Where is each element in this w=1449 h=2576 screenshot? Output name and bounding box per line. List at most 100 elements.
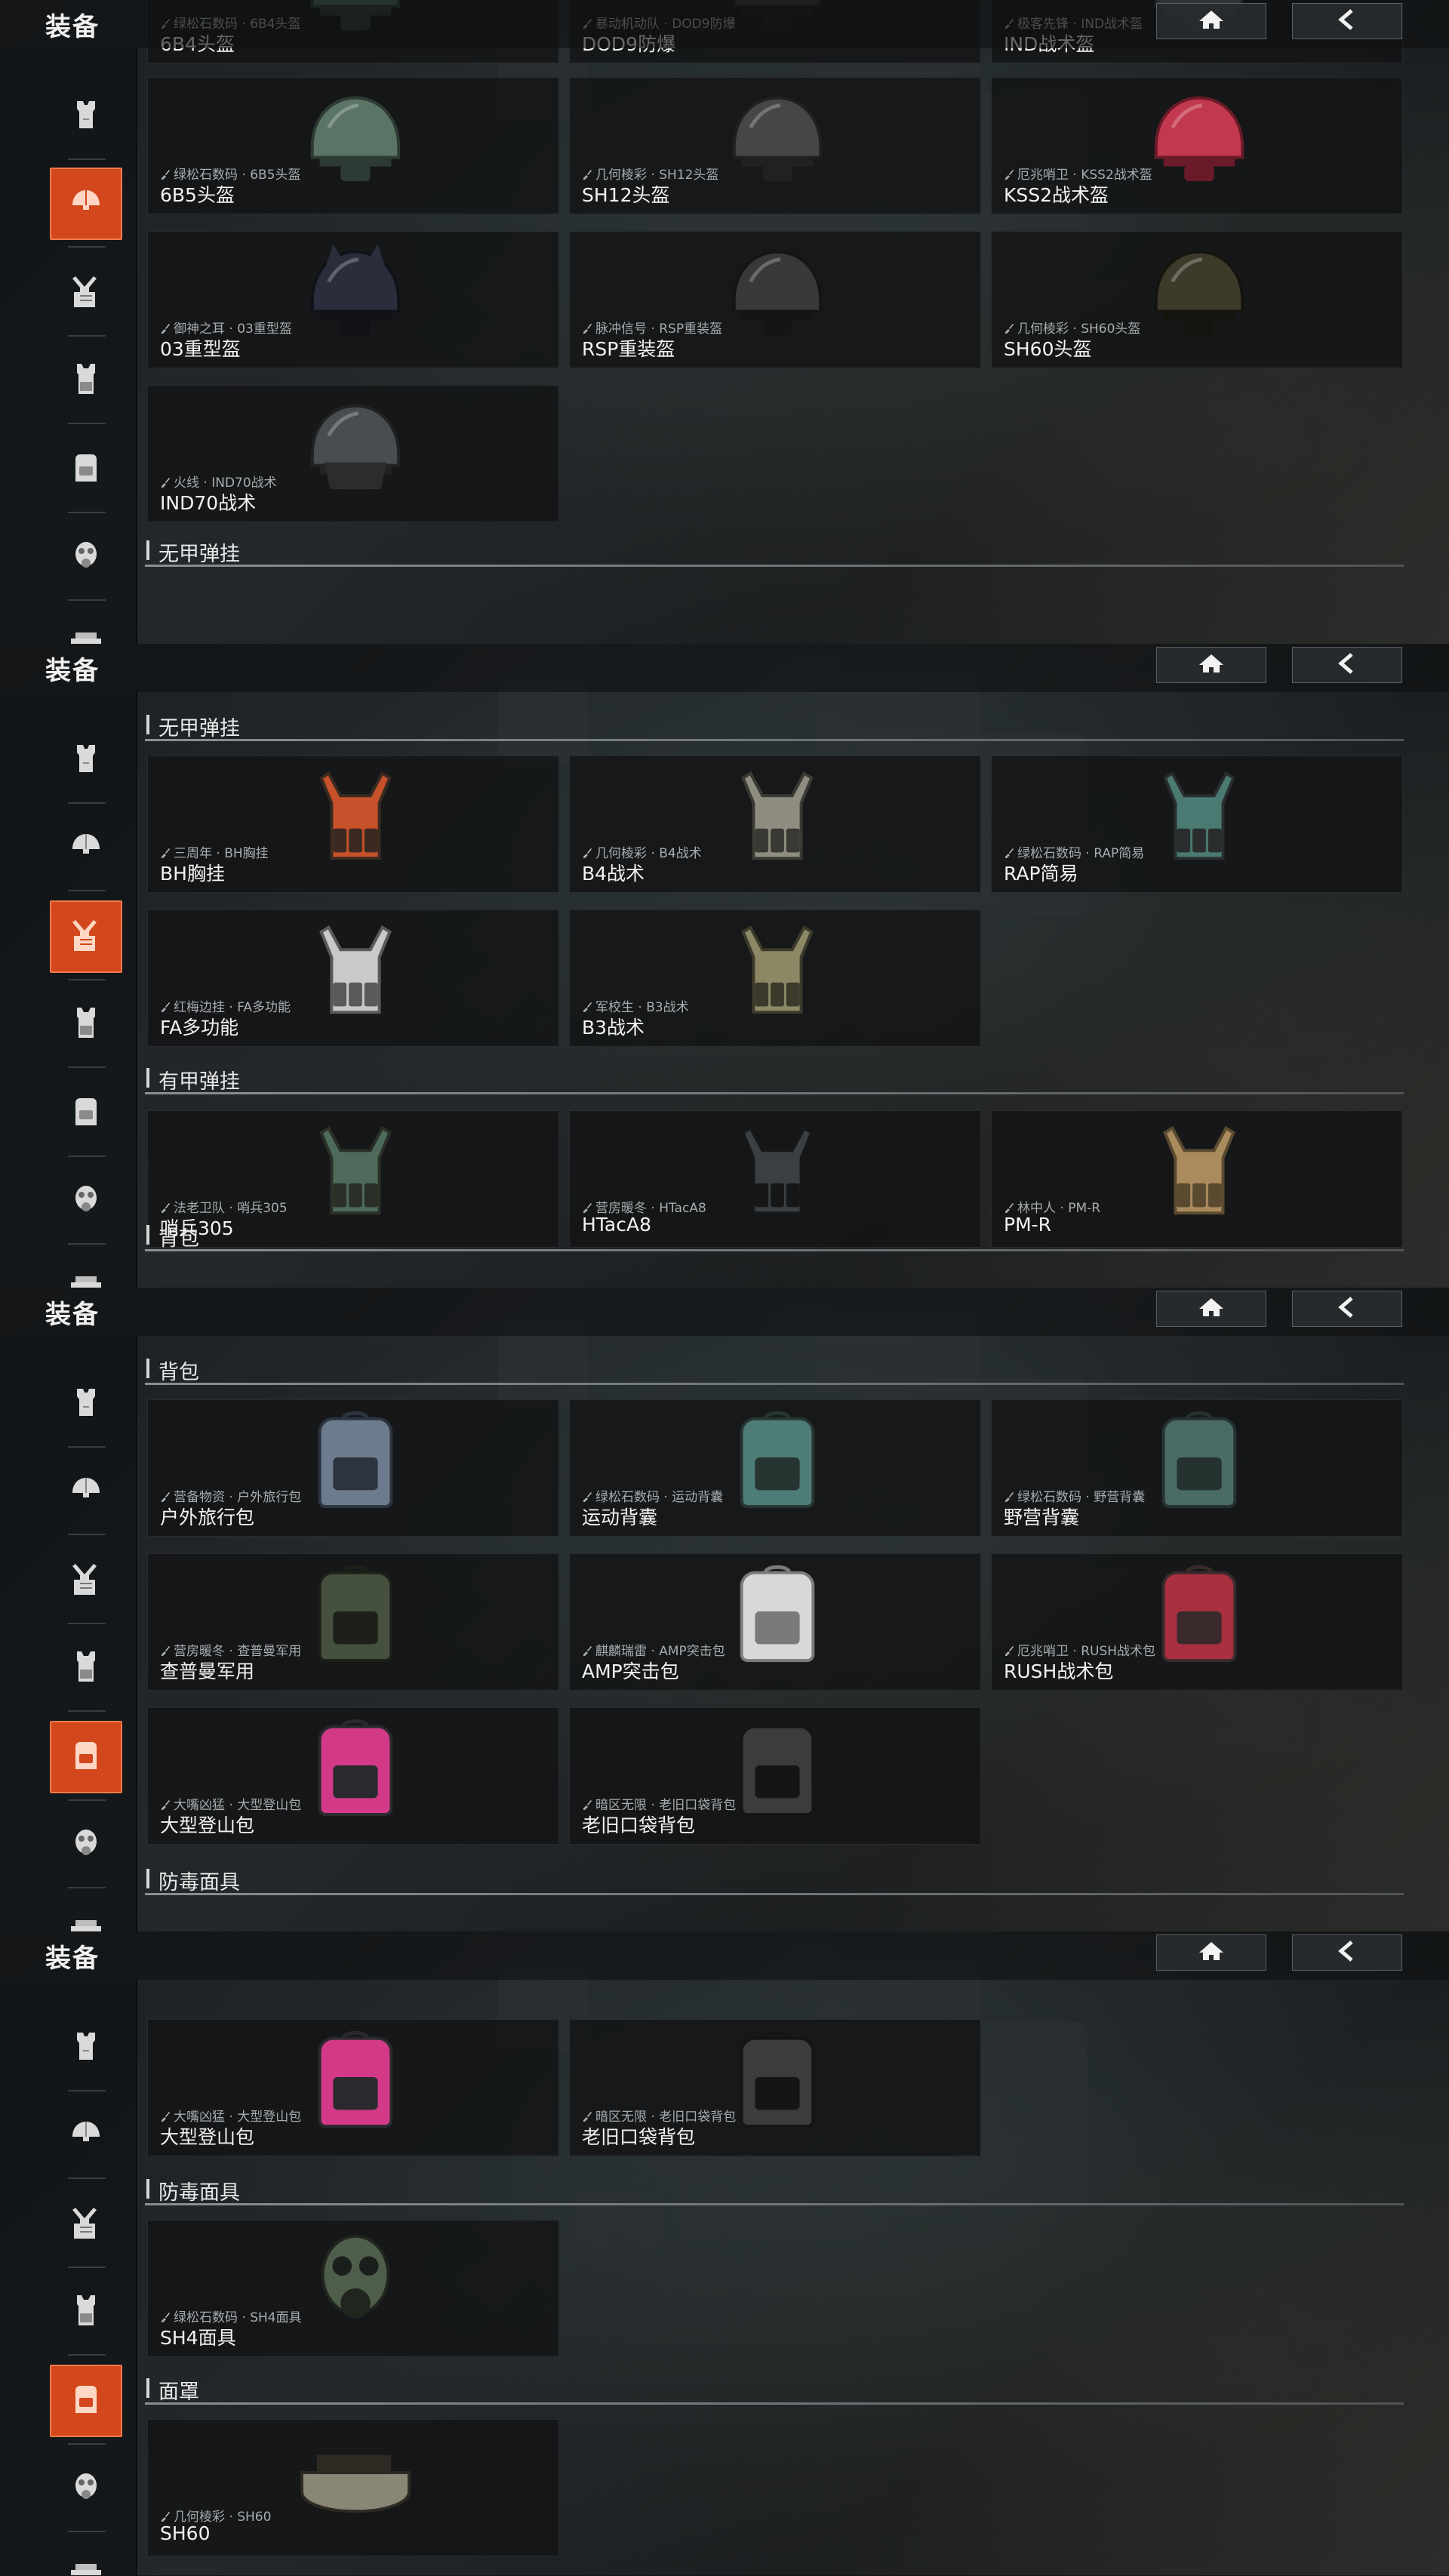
equipment-card[interactable]: 绿松石数码 · 运动背囊运动背囊 [569,1399,981,1537]
sidebar-tab-face-shield[interactable] [50,2540,122,2575]
chevron-left-icon [1332,651,1362,679]
face-shield-icon [65,2553,107,2575]
section-marker [146,1359,149,1378]
helmet-03-icon [299,236,412,342]
sidebar-tab-armor-vest[interactable] [50,724,122,796]
skin-label: 绿松石数码 · 野营背囊 [1004,1486,1145,1505]
brush-icon [160,2510,171,2522]
sidebar-tab-backpack[interactable] [50,1721,122,1793]
item-name: RAP简易 [1004,863,1078,885]
bag-old-icon [721,1713,834,1818]
sidebar-tab-armored-rig[interactable] [50,344,122,417]
sidebar-tab-gas-mask[interactable] [50,1808,122,1881]
chest-rig-icon [65,2202,107,2247]
helmet-icon [65,181,107,226]
sidebar-tab-chest-rig[interactable] [50,900,122,973]
home-button[interactable] [1156,647,1266,683]
bag-chapman-icon [299,1559,412,1664]
sidebar-tab-face-shield[interactable] [50,1252,122,1288]
skin-text: 御神之耳 · 03重型盔 [174,322,292,337]
equipment-card[interactable]: 大嘴凶猛 · 大型登山包大型登山包 [147,2019,559,2156]
armor-vest-icon [65,1381,107,1426]
back-button[interactable] [1292,1934,1402,1971]
top-bar: 装备 [0,1931,1449,1980]
equipment-card[interactable]: 营房暖冬 · 查普曼军用查普曼军用 [147,1553,559,1691]
sidebar-tab-armored-rig[interactable] [50,1632,122,1704]
section-title: 无甲弹挂 [158,717,240,740]
skin-label: 脉冲信号 · RSP重装盔 [582,318,722,337]
sidebar-tab-gas-mask[interactable] [50,521,122,593]
sidebar-tab-gas-mask[interactable] [50,1165,122,1237]
sidebar-tab-chest-rig[interactable] [50,1544,122,1617]
brush-icon [582,1799,592,1810]
sidebar-separator [68,1887,106,1888]
home-button[interactable] [1156,3,1266,39]
section-title: 防毒面具 [158,1871,240,1894]
skin-text: 暗区无限 · 老旧口袋背包 [595,2110,737,2125]
home-button[interactable] [1156,1291,1266,1327]
item-name: BH胸挂 [160,863,225,885]
section-header: 防毒面具 [145,2173,1404,2206]
sidebar-tab-helmet[interactable] [50,811,122,884]
sidebar-tab-armored-rig[interactable] [50,988,122,1060]
sidebar-tab-armored-rig[interactable] [50,2276,122,2348]
face-shield-icon [65,1266,107,1288]
item-name: 查普曼军用 [160,1660,255,1682]
sidebar-tab-armor-vest[interactable] [50,80,122,152]
section-marker [146,2378,149,2398]
sidebar-separator [68,890,106,891]
item-name: SH60头盔 [1004,338,1092,360]
sidebar-tab-helmet[interactable] [50,1455,122,1528]
sidebar-tab-backpack[interactable] [50,433,122,506]
sidebar-tab-helmet[interactable] [50,2099,122,2171]
sidebar-tab-face-shield[interactable] [50,608,122,644]
skin-label: 营房暖冬 · 查普曼军用 [160,1640,301,1659]
section-divider [145,2203,1404,2205]
sidebar-tab-chest-rig[interactable] [50,257,122,329]
sidebar-tab-face-shield[interactable] [50,1896,122,1931]
skin-text: 绿松石数码 · 野营背囊 [1017,1490,1146,1505]
skin-text: 营备物资 · 户外旅行包 [174,1490,302,1505]
sidebar-tab-gas-mask[interactable] [50,2452,122,2525]
sidebar-tab-chest-rig[interactable] [50,2188,122,2261]
sidebar-tab-backpack[interactable] [50,1077,122,1150]
home-button[interactable] [1156,1934,1266,1971]
equipment-card[interactable]: 暗区无限 · 老旧口袋背包老旧口袋背包 [569,2019,981,2156]
brush-icon [582,2110,592,2122]
sidebar-separator [68,2090,106,2091]
back-button[interactable] [1292,647,1402,683]
sidebar-tab-helmet[interactable] [50,168,122,240]
sidebar-tab-backpack[interactable] [50,2365,122,2437]
equipment-card[interactable]: 绿松石数码 · 野营背囊野营背囊 [991,1399,1403,1537]
equipment-card[interactable]: 暗区无限 · 老旧口袋背包老旧口袋背包 [569,1707,981,1845]
item-name: PM-R [1004,1214,1052,1236]
skin-label: 林中人 · PM-R [1004,1197,1100,1216]
skin-label: 营备物资 · 户外旅行包 [160,1486,301,1505]
equipment-card[interactable]: 大嘴凶猛 · 大型登山包大型登山包 [147,1707,559,1845]
sidebar-tab-armor-vest[interactable] [50,2011,122,2084]
equipment-card[interactable]: 营备物资 · 户外旅行包户外旅行包 [147,1399,559,1537]
back-button[interactable] [1292,3,1402,39]
sidebar-tab-armor-vest[interactable] [50,1368,122,1440]
backpack-icon [65,1091,107,1136]
back-button[interactable] [1292,1291,1402,1327]
